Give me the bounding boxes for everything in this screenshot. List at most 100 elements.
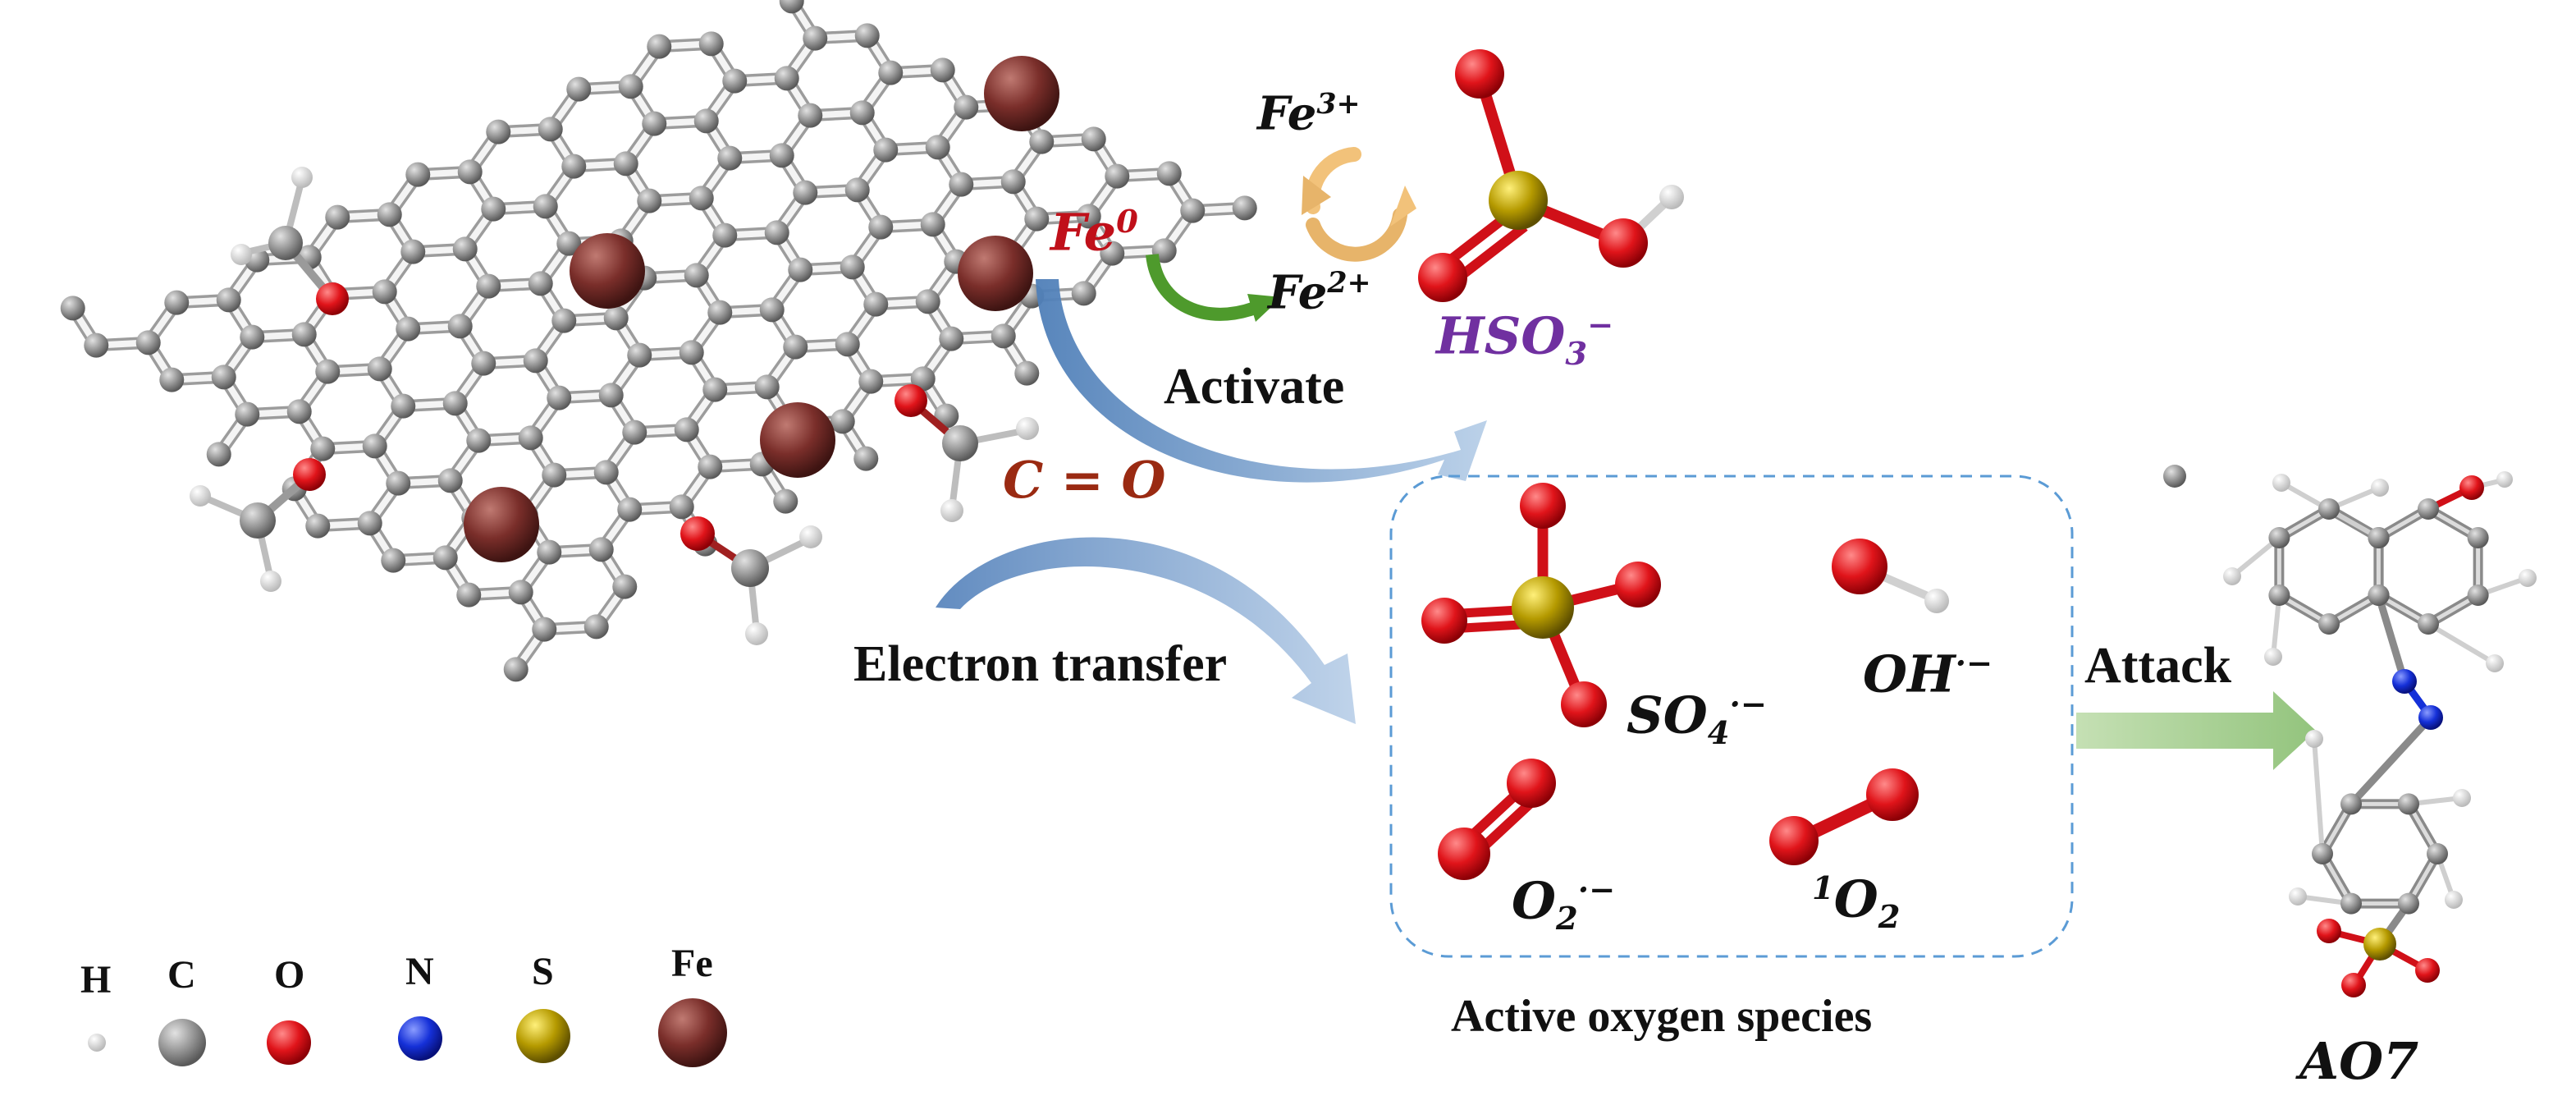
carbon-atom (386, 470, 411, 496)
activate-label: Activate (1164, 359, 1345, 415)
ao7-nitrogen (2418, 705, 2443, 730)
fe-particle (984, 56, 1059, 131)
ao7-hydrogen (2223, 567, 2241, 585)
ao7-carbon (2398, 892, 2419, 915)
carbon-atom (783, 334, 808, 360)
carbon-atom (873, 137, 899, 163)
active-oxygen-caption: Active oxygen species (1451, 991, 1873, 1042)
carbon-atom (835, 332, 860, 357)
carbon-atom (452, 236, 478, 262)
legend-label-fe: Fe (671, 942, 713, 985)
ao7-oxygen (2341, 973, 2366, 997)
carbon-atom (844, 177, 870, 203)
fe3-label: Fe3+ (1257, 86, 1361, 141)
nitrogen-atom-icon (398, 1016, 442, 1061)
carbon-atom (1014, 360, 1040, 386)
singlet-oxygen-label: 1O2 (1812, 869, 1901, 937)
fe2-label: Fe2+ (1268, 265, 1371, 320)
carbon-atom (613, 151, 638, 177)
carbon-atom (693, 108, 719, 134)
carbon-atom (503, 657, 528, 682)
carbon-atom (457, 159, 483, 185)
carbon-atom (537, 539, 562, 565)
carbon-atom (593, 460, 619, 485)
ao7-oxygen (2415, 958, 2440, 983)
carbon-atom (372, 279, 397, 305)
hso3-molecule (1418, 49, 1684, 302)
ao7-molecule (2223, 471, 2537, 997)
superoxide-label: O2·− (1512, 870, 1616, 938)
ao7-carbon (2268, 585, 2290, 606)
ao7-bond (2347, 713, 2435, 808)
ao7-carbon (2340, 793, 2362, 815)
ao7-carbon (2268, 527, 2290, 548)
carbon-atom (1156, 161, 1182, 186)
ao7-hydrogen (2289, 887, 2307, 906)
carbon-atom (159, 367, 185, 392)
carbon-atom (481, 196, 506, 222)
carbon-atom (915, 289, 940, 314)
carbon-atom (830, 409, 855, 434)
carbon-atom (991, 323, 1016, 349)
carbon-atom (679, 340, 704, 365)
carbon-atom (702, 377, 728, 402)
carbon-atom (698, 454, 723, 479)
carbon-atom (930, 57, 955, 83)
legend-label-s: S (532, 950, 554, 993)
carbon-atom (60, 296, 85, 321)
carbon-atom (547, 385, 572, 410)
carbon-atom (542, 462, 567, 488)
hydroxyl-radical-molecule (1832, 539, 1949, 613)
ao7-hydrogen (2453, 789, 2471, 807)
carbon-atom (617, 497, 643, 522)
legend-label-o: O (274, 953, 305, 997)
carbon-atom (854, 23, 880, 48)
active-oxygen-box (1389, 475, 2074, 958)
sulfate-radical-label: SO4·− (1627, 685, 1768, 753)
ao7-carbon (2318, 613, 2340, 635)
fe-particle (570, 233, 645, 309)
carbon-atom (598, 383, 624, 408)
carbon-atom (305, 513, 331, 539)
ao7-hydrogen (2264, 648, 2282, 666)
sulfate-radical-molecule (1421, 483, 1661, 727)
reduction-arrow (1036, 279, 1487, 483)
carbon-atom (769, 143, 794, 168)
carbon-atom (211, 365, 236, 390)
ao7-carbon (2418, 498, 2439, 520)
graphene-atoms (60, 0, 1257, 682)
carbon-atom (432, 545, 458, 571)
surface-functional-groups (190, 167, 1039, 645)
carbon-atom (533, 194, 558, 219)
ao7-carbon (2398, 793, 2419, 815)
carbon-atom (315, 359, 341, 384)
carbon-atom (707, 300, 733, 325)
iron-atom-icon (658, 998, 727, 1067)
singlet-oxygen-molecule (1769, 768, 1919, 865)
carbon-atom (551, 308, 577, 333)
carbon-atom (523, 348, 548, 374)
carbon-atom (779, 0, 804, 14)
ao7-sulfur (2363, 928, 2396, 961)
carbon-atom (698, 31, 724, 57)
carbon-atom (773, 488, 798, 514)
carbon-atom (486, 119, 511, 144)
carbon-atom (647, 34, 672, 59)
carbon-atom (466, 428, 492, 453)
ao7-carbon (2340, 892, 2362, 915)
carbon-atom (840, 254, 865, 280)
carbon-atom (717, 145, 743, 171)
ao7-hydrogen (2371, 479, 2389, 497)
electron-transfer-label: Electron transfer (853, 636, 1228, 692)
ao7-label: AO7 (2299, 1031, 2419, 1091)
carbon-atom (206, 442, 231, 467)
ao7-bond (2426, 621, 2497, 666)
ao7-carbon (2368, 527, 2390, 548)
carbon-atom (863, 291, 889, 317)
carbon-atom (538, 117, 563, 142)
ao7-carbon (2467, 585, 2489, 606)
sulfur-atom-icon (516, 1009, 570, 1063)
carbon-atom (377, 202, 402, 227)
carbon-atom (920, 212, 945, 237)
